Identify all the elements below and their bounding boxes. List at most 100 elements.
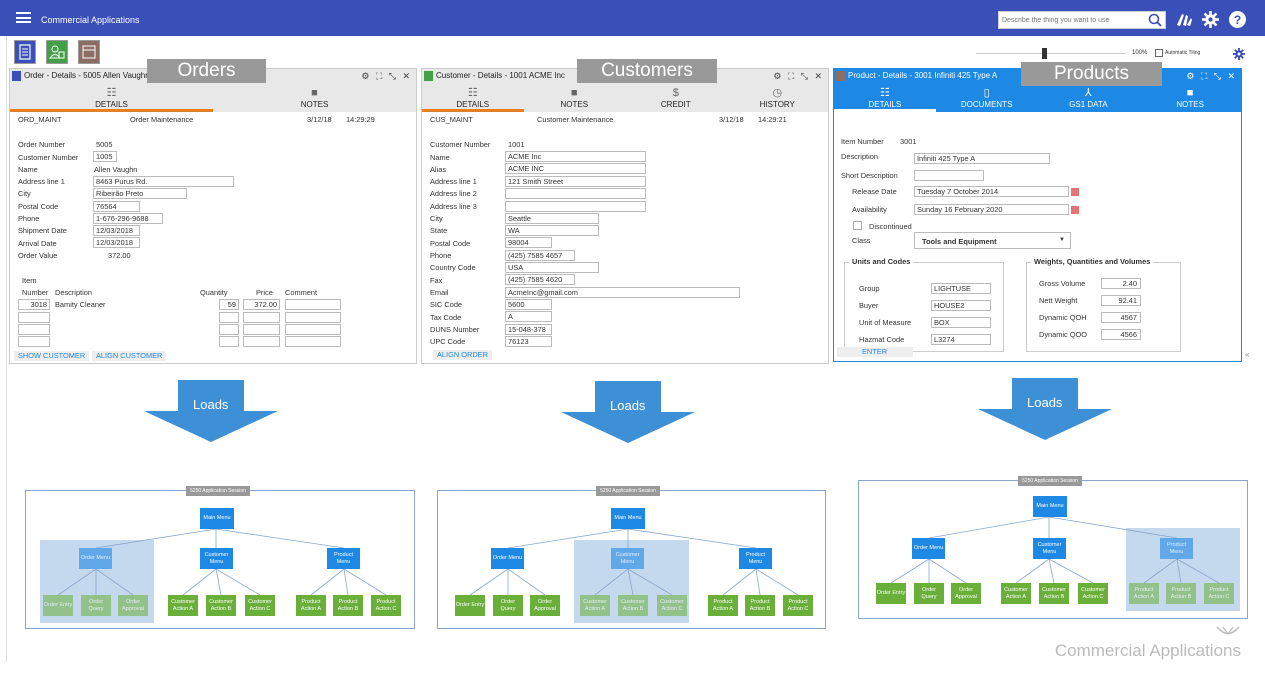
item-number-input[interactable] [18,312,50,323]
comment-input[interactable] [285,299,341,310]
svg-text:?: ? [1234,13,1241,27]
address-line-1-input[interactable]: 121 Smith Street [505,176,646,187]
notes-icon: ■ [570,87,578,99]
class-select[interactable]: Tools and Equipment▼ [914,232,1071,249]
hamburger-menu-icon[interactable] [16,12,31,23]
description-input[interactable]: Infiniti 425 Type A [914,153,1050,164]
align-customer-button[interactable]: ALIGN CUSTOMER [92,351,167,361]
quantity-input[interactable]: 59 [219,299,239,310]
short-description-input[interactable] [914,170,984,181]
calendar-icon[interactable] [1071,206,1079,214]
price-input[interactable] [243,324,280,335]
dynamic-qoo-input[interactable]: 4566 [1101,329,1141,340]
tax-code-input[interactable]: A [505,311,552,322]
order-value: 372.00 [108,251,131,260]
quantity-input[interactable] [219,336,239,347]
price-input[interactable] [243,336,280,347]
gear-icon[interactable] [1202,11,1219,28]
tab-details[interactable]: ☷DETAILS [422,83,524,112]
arrival-date-input[interactable]: 12/03/2018 [93,237,140,248]
window-controls[interactable]: ⚙ ⛶ ⤡ ✕ [361,71,412,81]
city-input[interactable]: Ribeirão Preto [93,188,187,199]
release-date-input[interactable]: Tuesday 7 October 2014 [914,186,1069,197]
window-controls[interactable]: ⚙ ⛶ ⤡ ✕ [773,71,824,81]
sic-code-input[interactable]: 5600 [505,299,552,310]
email-input[interactable]: AcmeInc@gmail.com [505,287,740,298]
availability-input[interactable]: Sunday 16 February 2020 [914,204,1069,215]
settings-gear-icon[interactable] [1233,48,1245,60]
enter-button[interactable]: ENTER [837,347,913,357]
customer-window-icon [424,71,433,81]
help-icon[interactable]: ? [1229,11,1246,28]
discontinued-checkbox[interactable] [853,221,862,230]
buyer-input[interactable]: HOUSE2 [931,300,991,311]
calendar-icon[interactable] [1071,188,1079,196]
unit-of-measure-input[interactable]: BOX [931,317,991,328]
field-label: Address line 3 [430,202,477,211]
tab-details[interactable]: ☷DETAILS [10,83,213,112]
comment-input[interactable] [285,312,341,323]
orders-launch-icon[interactable] [14,40,36,64]
automatic-tiling-checkbox[interactable] [1155,49,1163,57]
dynamic-qoh-input[interactable]: 4567 [1101,312,1141,323]
quantity-input[interactable] [219,312,239,323]
products-launch-icon[interactable] [78,40,100,64]
field-label: Group [859,284,880,293]
nett-weight-input[interactable]: 92.41 [1101,295,1141,306]
customer-number-input[interactable]: 1005 [93,151,117,162]
tab-credit[interactable]: $CREDIT [625,83,727,112]
show-customer-button[interactable]: SHOW CUSTOMER [14,351,90,361]
comment-input[interactable] [285,324,341,335]
hazmat-code-input[interactable]: L3274 [931,334,991,345]
field-label: Unit of Measure [859,318,912,327]
tab-gs1-data[interactable]: ⅄GS1 DATA [1038,83,1140,112]
tab-details[interactable]: ☷DETAILS [834,83,936,112]
window-controls[interactable]: ⚙ ⛶ ⤡ ✕ [1186,71,1237,81]
item-number-input[interactable] [18,324,50,335]
align-order-button[interactable]: ALIGN ORDER [433,350,492,360]
phone-input[interactable]: 1-676-296-9688 [93,213,163,224]
phone-input[interactable]: (425) 7585 4657 [505,250,575,261]
shipment-date-input[interactable]: 12/03/2018 [93,225,140,236]
collapse-icon[interactable]: « [1245,350,1250,359]
name-input[interactable]: ACME Inc [505,151,646,162]
group-input[interactable]: LIGHTUSE [931,283,991,294]
order-window-icon [12,71,21,81]
comment-input[interactable] [285,336,341,347]
search-input[interactable] [999,12,1145,28]
tab-notes[interactable]: ■NOTES [213,83,416,112]
zoom-slider-handle[interactable] [1042,48,1047,59]
gross-volume-input[interactable]: 2.40 [1101,278,1141,289]
postal-code-input[interactable]: 98004 [505,237,552,248]
notes-icon: ■ [311,87,318,99]
address-line-2-input[interactable] [505,188,646,199]
customers-launch-icon[interactable] [46,40,68,64]
tab-history[interactable]: ◷HISTORY [727,83,829,112]
search-box[interactable] [998,11,1166,29]
tiles-icon[interactable] [1175,11,1193,27]
loads-label: Loads [193,397,229,412]
address-line-1-input[interactable]: 8463 Purus Rd. [93,176,234,187]
price-input[interactable] [243,312,280,323]
postal-code-input[interactable]: 76564 [93,201,140,212]
tab-documents[interactable]: ▯DOCUMENTS [936,83,1038,112]
duns-number-input[interactable]: 15-048-378 [505,324,552,335]
field-label: Dynamic QOH [1039,313,1087,322]
state-input[interactable]: WA [505,225,599,236]
session-diagram-products: 5250 Application Session Main Menu Order… [858,476,1248,619]
price-input[interactable]: 372.00 [243,299,280,310]
item-number-input[interactable]: 3018 [18,299,50,310]
tab-notes[interactable]: ■NOTES [1139,83,1241,112]
upc-code-input[interactable]: 76123 [505,336,552,347]
zoom-slider[interactable] [976,53,1126,54]
address-line-3-input[interactable] [505,201,646,212]
quantity-input[interactable] [219,324,239,335]
country-code-input[interactable]: USA [505,262,599,273]
fax-input[interactable]: (425) 7585 4620 [505,274,575,285]
field-label: Email [430,288,449,297]
city-input[interactable]: Seattle [505,213,599,224]
item-number-input[interactable] [18,336,50,347]
tab-notes[interactable]: ■NOTES [524,83,626,112]
search-icon[interactable] [1148,13,1162,27]
alias-input[interactable]: ACME INC [505,163,646,174]
